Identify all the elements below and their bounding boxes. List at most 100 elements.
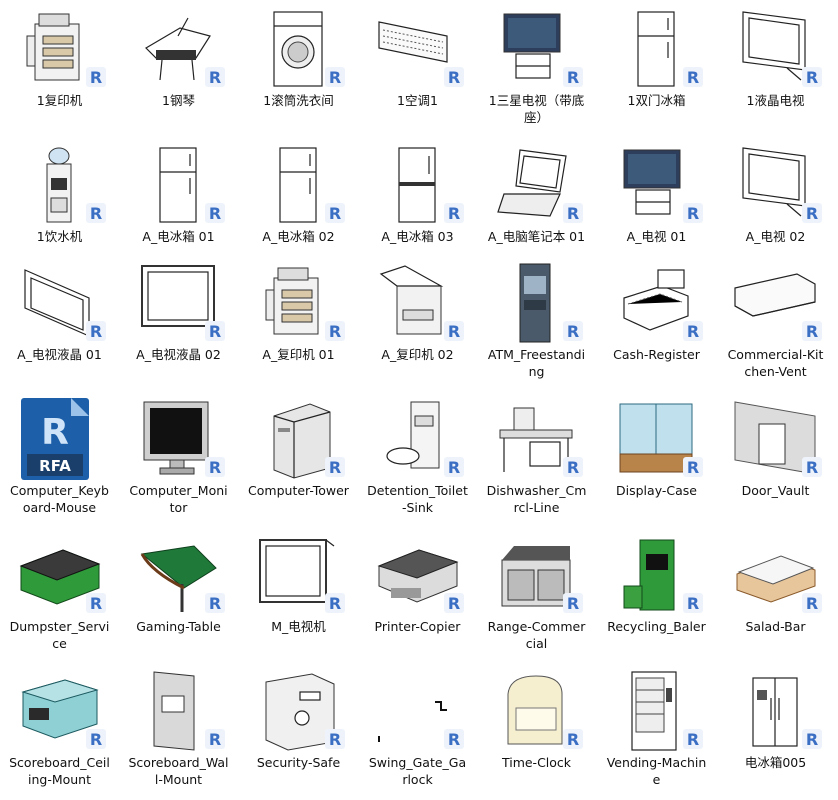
svg-text:R: R	[687, 594, 699, 613]
file-name-text: 电冰箱005	[744, 755, 807, 770]
file-name-label: M_电视机	[239, 618, 358, 635]
file-item[interactable]: R A_电冰箱 03	[358, 138, 477, 272]
toilet-sink-icon	[371, 396, 463, 482]
svg-text:R: R	[41, 412, 69, 453]
file-name-label: 1双门冰箱	[597, 92, 716, 109]
file-name-text: 1液晶电视	[746, 93, 805, 108]
file-name-text: A_电冰箱 03	[381, 229, 454, 244]
atm-icon	[490, 260, 582, 346]
file-name-text: Computer_Keyboard-Mouse	[10, 483, 109, 515]
lcd-tv-icon	[729, 6, 821, 92]
kitchen-vent-icon	[729, 260, 821, 346]
water-dispenser-icon	[13, 142, 105, 228]
file-name-text: 1滚筒洗衣间	[263, 93, 334, 108]
file-item[interactable]: R 电冰箱005	[716, 664, 835, 798]
revit-badge-icon: R	[682, 456, 704, 478]
revit-badge-icon: R	[443, 66, 465, 88]
svg-text:R: R	[90, 68, 102, 87]
file-item[interactable]: R Display-Case	[597, 392, 716, 526]
file-name-label: 1饮水机	[0, 228, 119, 245]
file-item[interactable]: R 1液晶电视	[716, 2, 835, 136]
file-name-label: 1液晶电视	[716, 92, 835, 109]
lcd-tv-icon	[729, 142, 821, 228]
revit-badge-icon: R	[324, 66, 346, 88]
revit-badge-icon: R	[562, 728, 584, 750]
file-name-text: Display-Case	[616, 483, 697, 498]
svg-text:R: R	[567, 730, 579, 749]
file-name-label: Printer-Copier	[358, 618, 477, 635]
air-conditioner-icon	[371, 6, 463, 92]
revit-badge-icon: R	[85, 728, 107, 750]
file-name-label: A_复印机 01	[239, 346, 358, 363]
svg-text:R: R	[806, 730, 818, 749]
scoreboard-ceiling-icon	[13, 668, 105, 754]
file-name-text: A_电视液晶 02	[136, 347, 221, 362]
file-name-text: 1空调1	[397, 93, 438, 108]
file-item[interactable]: R Recycling_Baler	[597, 528, 716, 662]
file-item[interactable]: R 1滚筒洗衣间	[239, 2, 358, 136]
svg-text:R: R	[329, 594, 341, 613]
svg-text:RFA: RFA	[39, 457, 71, 475]
file-name-label: A_电冰箱 03	[358, 228, 477, 245]
revit-badge-icon: R	[801, 66, 823, 88]
revit-badge-icon: R	[562, 202, 584, 224]
file-item[interactable]: R M_电视机	[239, 528, 358, 662]
file-item[interactable]: R 1空调1	[358, 2, 477, 136]
svg-text:R: R	[329, 204, 341, 223]
svg-text:R: R	[90, 322, 102, 341]
file-item[interactable]: R RFA Computer_Keyboard-Mouse	[0, 392, 119, 526]
display-case-icon	[610, 396, 702, 482]
file-name-label: Recycling_Baler	[597, 618, 716, 635]
svg-text:R: R	[209, 730, 221, 749]
file-name-label: Door_Vault	[716, 482, 835, 499]
svg-text:R: R	[687, 730, 699, 749]
file-name-label: Range-Commercial	[477, 618, 596, 652]
file-name-text: 1钢琴	[162, 93, 195, 108]
copier-open-icon	[371, 260, 463, 346]
baler-icon	[610, 532, 702, 618]
piano-icon	[132, 6, 224, 92]
svg-text:R: R	[448, 322, 460, 341]
file-name-label: Dishwasher_Cmrcl-Line	[477, 482, 596, 516]
svg-text:R: R	[448, 730, 460, 749]
revit-badge-icon: R	[682, 728, 704, 750]
svg-text:R: R	[209, 594, 221, 613]
vending-machine-icon	[610, 668, 702, 754]
svg-text:R: R	[448, 204, 460, 223]
revit-badge-icon: R	[801, 728, 823, 750]
file-name-text: Time-Clock	[501, 755, 572, 770]
file-item[interactable]: R Time-Clock	[477, 664, 596, 798]
